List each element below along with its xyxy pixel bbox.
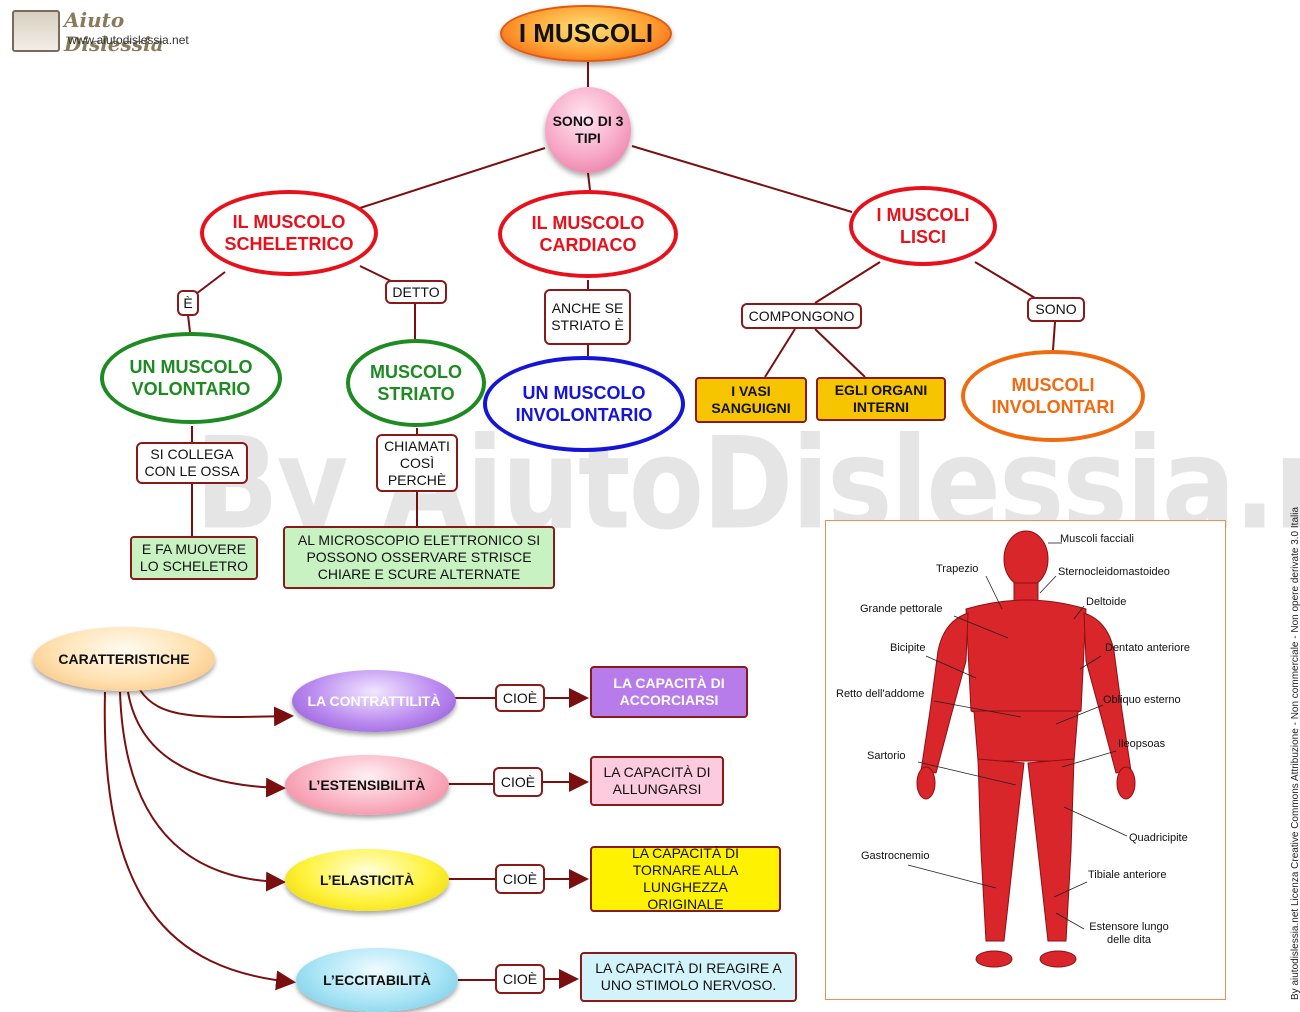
label-ileopsoas: Ileopsoas [1118,738,1166,750]
label-sartorio: Sartorio [867,750,906,762]
link-chiamati-cosi: CHIAMATI COSÌ PERCHÈ [376,434,458,492]
label-quadricipite: Quadricipite [1129,832,1188,844]
link-sono: SONO [1027,297,1085,322]
node-eccitabilita: L’ECCITABILITÀ [296,948,458,1012]
label-gastrocnemio: Gastrocnemio [861,850,930,862]
book-icon [12,10,60,52]
def-elasticita: LA CAPACITÀ DI TORNARE ALLA LUNGHEZZA OR… [590,845,781,912]
site-logo[interactable]: Aiuto Dislessia www.aiutodislessia.net [10,8,200,56]
node-caratteristiche: CARATTERISTICHE [33,627,215,691]
label-sternocleidomastoideo: Sternocleidomastoideo [1058,566,1170,578]
link-si-collega: SI COLLEGA CON LE OSSA [136,442,248,484]
def-contrattilita: LA CAPACITÀ DI ACCORCIARSI [590,666,748,718]
label-trapezio: Trapezio [936,563,979,575]
link-cioe-2: CIOÈ [493,767,543,797]
def-estensibilita: LA CAPACITÀ DI ALLUNGARSI [590,756,724,806]
label-bicipite: Bicipite [890,642,926,654]
node-elasticita: L’ELASTICITÀ [285,849,449,911]
license-text: By aiutodislessia.net Licenza Creative C… [1290,506,1300,1000]
node-microscopio: AL MICROSCOPIO ELETTRONICO SI POSSONO OS… [283,526,555,589]
label-muscoli-facciali: Muscoli facciali [1060,533,1134,545]
brand-name: Aiuto Dislessia [64,8,164,56]
label-deltoide: Deltoide [1086,596,1127,608]
label-dentato-anteriore: Dentato anteriore [1105,642,1190,654]
anatomy-figure: Muscoli facciali Trapezio Sternocleidoma… [825,520,1226,1000]
node-muscolo-volontario: UN MUSCOLO VOLONTARIO [100,332,282,424]
label-obliquo-esterno: Obliquo esterno [1103,694,1181,706]
link-cioe-4: CIOÈ [495,964,545,994]
def-eccitabilita: LA CAPACITÀ DI REAGIRE A UNO STIMOLO NER… [580,952,797,1002]
label-retto-addome: Retto dell'addome [836,688,925,700]
root-node: SONO DI 3 TIPI [545,87,631,173]
link-compongono: COMPONGONO [741,303,862,329]
node-muscoli-involontari: MUSCOLI INVOLONTARI [961,350,1145,442]
label-estensore-lungo: Estensore lungo delle dita [1089,921,1169,946]
human-muscle-illustration [907,530,1136,968]
node-contrattilita: LA CONTRATTILITÀ [292,670,456,732]
node-vasi-sanguigni: I VASI SANGUIGNI [695,377,807,423]
node-estensibilita: L’ESTENSIBILITÀ [285,755,449,815]
label-grande-pettorale: Grande pettorale [860,603,943,615]
node-muscolo-scheletrico: IL MUSCOLO SCHELETRICO [200,190,378,276]
node-muscolo-striato: MUSCOLO STRIATO [346,339,486,427]
label-tibiale-anteriore: Tibiale anteriore [1088,869,1167,881]
link-cioe-3: CIOÈ [495,864,545,894]
site-url: www.aiutodislessia.net [68,33,189,47]
link-detto: DETTO [385,280,447,304]
link-anche-se-striato: ANCHE SE STRIATO È [544,289,631,345]
node-muscolo-involontario: UN MUSCOLO INVOLONTARIO [483,356,685,452]
title-node: I MUSCOLI [500,5,672,62]
node-fa-muovere-scheletro: E FA MUOVERE LO SCHELETRO [130,536,258,580]
node-organi-interni: EGLI ORGANI INTERNI [816,377,946,421]
node-muscolo-cardiaco: IL MUSCOLO CARDIACO [498,190,678,278]
link-cioe-1: CIOÈ [495,684,545,712]
link-e: È [177,290,199,316]
node-muscoli-lisci: I MUSCOLI LISCI [849,186,997,266]
